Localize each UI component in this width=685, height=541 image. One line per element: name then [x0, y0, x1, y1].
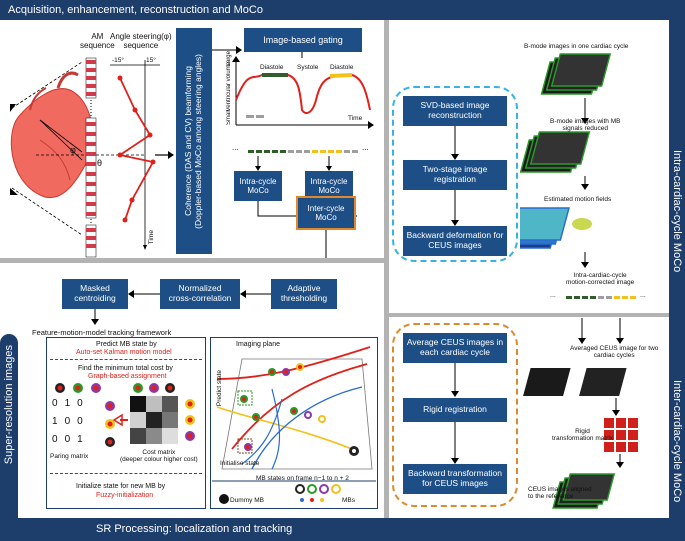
averaged-ceus-label: Averaged CEUS image for two cardiac cycl…	[570, 345, 659, 359]
bottom-arrow-icon	[18, 518, 40, 541]
horizontal-divider-right	[389, 313, 669, 317]
paring-matrix-label: Paring matrix	[50, 453, 89, 460]
dashed-sep-2	[50, 473, 202, 474]
predict-label: Predict MB state by	[96, 341, 157, 348]
right-label-upper: Intra-cardiac-cycle MoCo	[671, 150, 683, 273]
vertical-divider	[384, 20, 389, 518]
diastole-label-1: Diastole	[260, 64, 284, 71]
intra-dots-right: ...	[640, 292, 646, 299]
motion-fields-label: Estimated motion fields	[544, 196, 612, 203]
intra-arrows-icon	[451, 126, 459, 226]
imaging-plane-label: Imaging plane	[236, 341, 280, 348]
inter-arrows-icon	[451, 363, 459, 464]
intra-cycle-panel	[392, 86, 518, 262]
graph-assignment-label: Graph-based assignment	[88, 373, 167, 380]
rigid-matrix-label: Rigid transformation matrix	[552, 428, 614, 442]
average-ceus-box: Average CEUS images in each cardiac cycl…	[403, 333, 507, 363]
intra-stacks-figure	[520, 53, 636, 299]
svd-box: SVD-based image reconstruction	[403, 96, 507, 126]
bottom-banner: SR Processing: localization and tracking	[18, 518, 669, 541]
large-label: Large	[226, 51, 232, 67]
rigid-registration-box: Rigid registration	[403, 398, 507, 422]
diastole-label-2: Diastole	[330, 64, 354, 71]
gating-time-label: Time	[348, 115, 363, 122]
inter-cycle-panel	[392, 323, 518, 507]
intra-corrected-label: Intra-cardiac-cycle motion-corrected ima…	[566, 272, 635, 286]
acquisition-diagram	[10, 52, 374, 258]
neg15-label: -15°	[112, 57, 124, 64]
arrow-beamform-gating-icon	[212, 46, 242, 54]
matrix-row-2: 100	[52, 416, 90, 427]
aligned-label: CEUS images aligned to the reference	[528, 486, 592, 500]
horizontal-divider-left	[0, 258, 384, 263]
masked-centroiding-box: Masked centroiding	[62, 279, 128, 309]
beamforming-box: Coherence (DAS and CV) beamforming (Dopp…	[176, 28, 212, 254]
am-sequence-label: AM sequence	[80, 32, 115, 50]
imaging-plane-figure	[212, 346, 376, 504]
kalman-label: Auto-set Kalman motion model	[76, 349, 172, 356]
initialise-state-label: Initialise state	[220, 460, 260, 467]
backward-transformation-box: Backward transformation for CEUS images	[403, 464, 507, 494]
matrix-row-1: 010	[52, 398, 90, 409]
image-gating-box: Image-based gating	[244, 28, 362, 52]
mid-flow-arrows-icon	[128, 290, 271, 298]
phi-label: φ	[70, 145, 76, 155]
top-banner: Acquisition, enhancement, reconstruction…	[0, 0, 685, 20]
dots-right: ...	[362, 143, 369, 152]
mb-states-label: MB states on frame n−1 to n + 2	[256, 475, 349, 482]
right-banner	[669, 0, 685, 541]
left-banner	[0, 334, 18, 541]
small-label: Small	[226, 110, 232, 126]
dummy-mb-label: Dummy MB	[230, 497, 264, 504]
inter-cycle-moco-box: Inter-cycle MoCo	[296, 196, 356, 230]
predict-state-label: Predict state	[216, 370, 223, 407]
ventricular-volume-label: Ventricular volume	[226, 62, 232, 112]
matrix-figure	[55, 383, 195, 447]
time-axis-label: Time	[148, 230, 155, 245]
pos15-label: 15°	[146, 57, 156, 64]
inter-images-figure	[523, 318, 638, 509]
find-cost-label: Find the minimum total cost by	[78, 365, 173, 372]
tracking-header: Feature-motion-model tracking framework	[32, 328, 172, 337]
left-label: Super-resolution images	[3, 345, 15, 465]
angle-sequence-label: Angle steering(φ) sequence	[110, 32, 172, 50]
adaptive-thresholding-box: Adaptive thresholding	[271, 279, 337, 309]
tracking-left-panel	[46, 337, 206, 509]
fuzzy-init-label: Fuzzy-initialization	[96, 492, 154, 499]
matrix-row-3: 001	[52, 434, 90, 445]
arrow-down-tracking-icon	[91, 309, 99, 325]
theta-label: θ	[97, 158, 103, 168]
mb-reduced-label: B-mode images with MB signals reduced	[550, 118, 621, 132]
ncc-box: Normalized cross-correlation	[160, 279, 240, 309]
dots-left: ...	[232, 143, 239, 152]
mbs-label: MBs	[342, 497, 355, 504]
intra-cycle-moco-box-1: Intra-cycle MoCo	[234, 171, 282, 201]
init-label: Initialize state for new MB by	[76, 483, 166, 490]
systole-label: Systole	[297, 64, 319, 71]
tracking-right-panel	[210, 337, 378, 509]
bmode-label: B-mode images in one cardiac cycle	[524, 43, 629, 50]
dashed-sep-1	[50, 359, 202, 360]
backward-deformation-box: Backward deformation for CEUS images	[403, 226, 507, 256]
right-label-lower: Inter-cardiac-cycle MoCo	[671, 380, 683, 503]
two-stage-box: Two-stage image registration	[403, 160, 507, 190]
intra-dots-left: ...	[550, 292, 556, 299]
cost-matrix-label: Cost matrix (deeper colour higher cost)	[120, 449, 198, 463]
